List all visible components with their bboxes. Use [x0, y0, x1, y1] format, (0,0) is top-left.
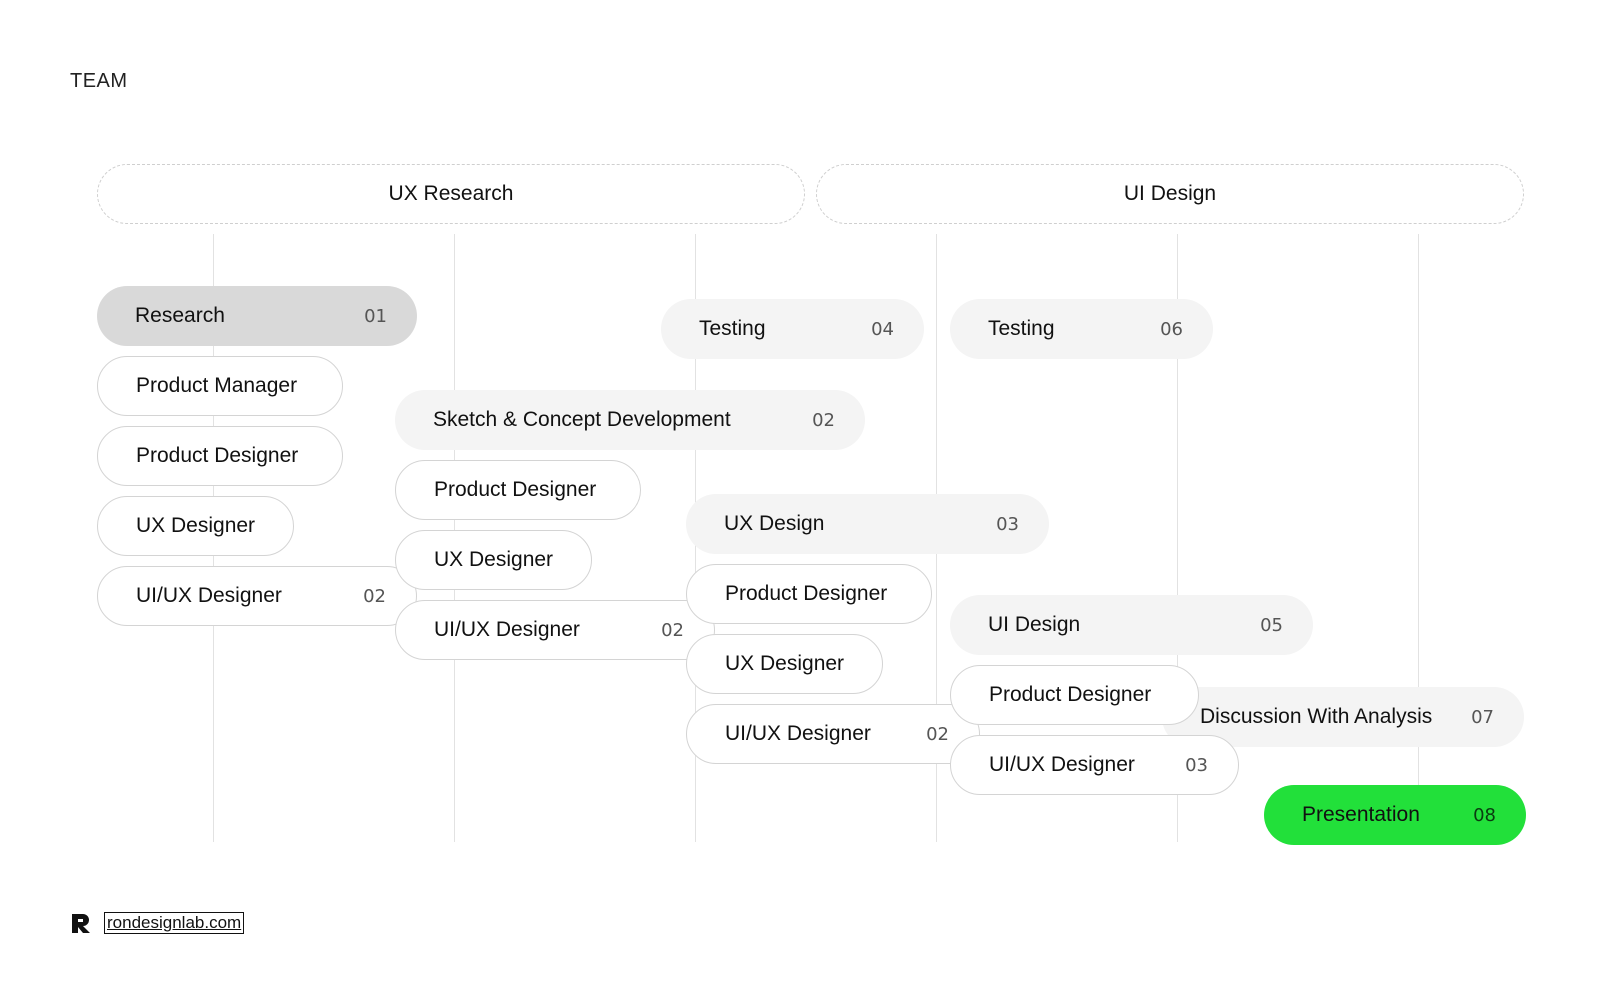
pill-presentation[interactable]: Presentation 08	[1264, 785, 1526, 845]
pill-label: UI/UX Designer	[989, 753, 1135, 776]
pill-discussion-analysis[interactable]: Discussion With Analysis 07	[1162, 687, 1524, 747]
pill-ux-designer[interactable]: UX Designer	[97, 496, 294, 556]
pill-number: 05	[1260, 614, 1283, 636]
pill-label: Testing	[699, 317, 766, 340]
pill-label: UX Design	[724, 512, 825, 535]
grid-line	[1418, 234, 1419, 842]
section-label: TEAM	[70, 70, 128, 92]
pill-label: Research	[135, 304, 225, 327]
pill-label: UI/UX Designer	[725, 722, 871, 745]
footer: rondesignlab.com	[70, 912, 245, 934]
pill-number: 08	[1473, 804, 1496, 826]
pill-testing[interactable]: Testing 06	[950, 299, 1213, 359]
pill-number: 04	[871, 318, 894, 340]
pill-label: Product Designer	[989, 683, 1152, 706]
pill-product-manager[interactable]: Product Manager	[97, 356, 343, 416]
pill-ux-designer[interactable]: UX Designer	[686, 634, 883, 694]
pill-label: Product Designer	[434, 478, 597, 501]
pill-ui-ux-designer[interactable]: UI/UX Designer 03	[950, 735, 1239, 795]
pill-label: Discussion With Analysis	[1200, 705, 1433, 728]
pill-ui-design[interactable]: UI Design 05	[950, 595, 1313, 655]
pill-label: Product Designer	[136, 444, 299, 467]
pill-ui-ux-designer[interactable]: UI/UX Designer 02	[97, 566, 417, 626]
pill-label: UX Designer	[434, 548, 554, 571]
pill-label: UX Designer	[725, 652, 845, 675]
pill-number: 03	[996, 513, 1019, 535]
phase-ui-design: UI Design	[816, 164, 1524, 224]
pill-label: Presentation	[1302, 803, 1420, 826]
pill-label: Sketch & Concept Development	[433, 408, 731, 431]
pill-number: 02	[926, 723, 949, 745]
pill-label: Product Manager	[136, 374, 298, 397]
pill-number: 02	[661, 619, 684, 641]
pill-number: 07	[1471, 706, 1494, 728]
pill-product-designer[interactable]: Product Designer	[395, 460, 641, 520]
pill-ui-ux-designer[interactable]: UI/UX Designer 02	[686, 704, 980, 764]
pill-number: 03	[1185, 754, 1208, 776]
pill-research[interactable]: Research 01	[97, 286, 417, 346]
pill-label: UI/UX Designer	[136, 584, 282, 607]
pill-label: Product Designer	[725, 582, 888, 605]
pill-label: UI/UX Designer	[434, 618, 580, 641]
pill-label: UI Design	[988, 613, 1081, 636]
r-logo-icon	[72, 914, 90, 933]
pill-number: 06	[1160, 318, 1183, 340]
phase-label: UI Design	[1123, 182, 1217, 205]
grid-line	[1177, 234, 1178, 842]
pill-label: Testing	[988, 317, 1055, 340]
pill-label: UX Designer	[136, 514, 256, 537]
phase-ux-research: UX Research	[97, 164, 805, 224]
phase-label: UX Research	[388, 182, 514, 205]
pill-number: 02	[363, 585, 386, 607]
pill-product-designer[interactable]: Product Designer	[686, 564, 932, 624]
pill-number: 02	[812, 409, 835, 431]
pill-ux-design[interactable]: UX Design 03	[686, 494, 1049, 554]
pill-ui-ux-designer[interactable]: UI/UX Designer 02	[395, 600, 715, 660]
pill-sketch-concept[interactable]: Sketch & Concept Development 02	[395, 390, 865, 450]
pill-ux-designer[interactable]: UX Designer	[395, 530, 592, 590]
pill-testing[interactable]: Testing 04	[661, 299, 924, 359]
website-link[interactable]: rondesignlab.com	[104, 912, 245, 934]
pill-product-designer[interactable]: Product Designer	[950, 665, 1199, 725]
pill-number: 01	[364, 305, 387, 327]
pill-product-designer[interactable]: Product Designer	[97, 426, 343, 486]
